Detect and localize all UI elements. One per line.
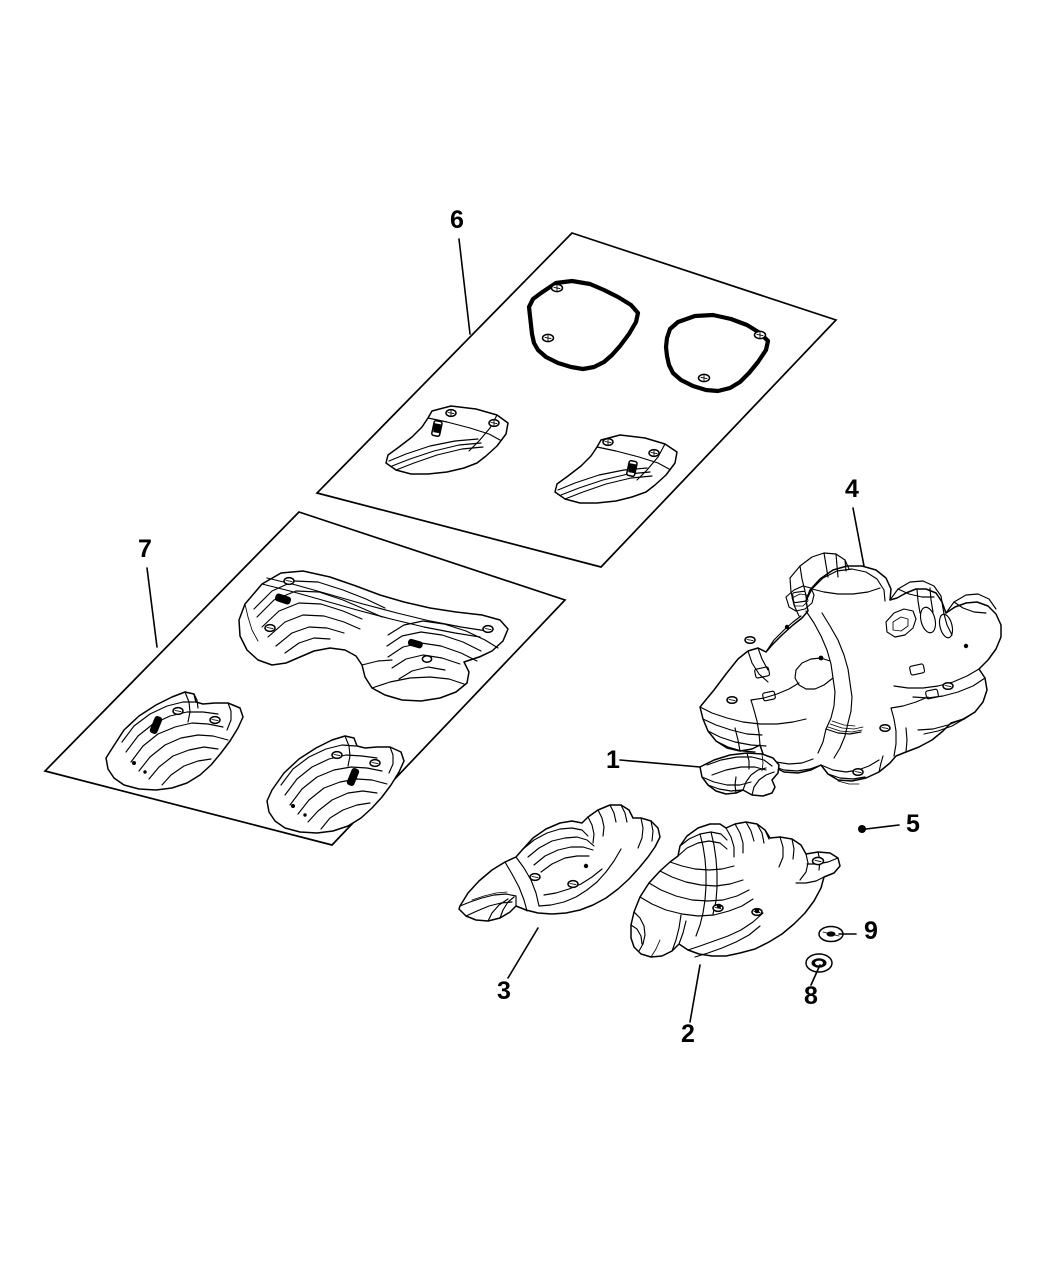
front-floor-carpet-left xyxy=(458,804,661,922)
front-carpet-insert-right xyxy=(266,735,405,834)
front-mat-left xyxy=(526,278,641,372)
rear-carpet-insert xyxy=(238,570,509,702)
callout-label-4: 4 xyxy=(845,475,859,503)
leader-line-2 xyxy=(689,964,701,1023)
callout-label-9: 9 xyxy=(864,917,878,945)
leader-line-8 xyxy=(810,964,821,986)
leader-line-1 xyxy=(619,759,701,768)
callout-label-6: 6 xyxy=(450,206,464,234)
leader-line-6 xyxy=(458,238,471,335)
callout-label-5: 5 xyxy=(906,810,920,838)
leader-line-7 xyxy=(146,567,158,648)
front-mat-right xyxy=(663,312,771,394)
group-7-carpet-insert-set xyxy=(43,511,567,846)
callout-label-3: 3 xyxy=(497,977,511,1005)
front-carpet-insert-left xyxy=(105,691,244,791)
grommet-thick xyxy=(805,953,833,973)
callout-label-1: 1 xyxy=(606,746,620,774)
rear-mat-right xyxy=(554,434,678,504)
leader-line-3 xyxy=(507,927,539,979)
front-floor-carpet-right xyxy=(630,821,841,958)
leader-line-4 xyxy=(852,507,865,567)
leader-line-5 xyxy=(865,824,900,830)
leader-lines xyxy=(146,238,900,1023)
tunnel-trim-cover xyxy=(699,752,780,797)
rear-floor-carpet-assembly xyxy=(699,552,1002,785)
callout-label-2: 2 xyxy=(681,1020,695,1048)
callout-labels: 1 2 3 4 5 6 7 8 9 xyxy=(138,206,920,1048)
group-6-floor-mat-set xyxy=(315,232,838,568)
callout-label-7: 7 xyxy=(138,535,152,563)
callout-label-8: 8 xyxy=(804,982,818,1010)
rear-mat-left xyxy=(385,405,509,475)
push-pin-retainer xyxy=(858,825,866,833)
carpet-grommet-icon xyxy=(421,655,433,663)
